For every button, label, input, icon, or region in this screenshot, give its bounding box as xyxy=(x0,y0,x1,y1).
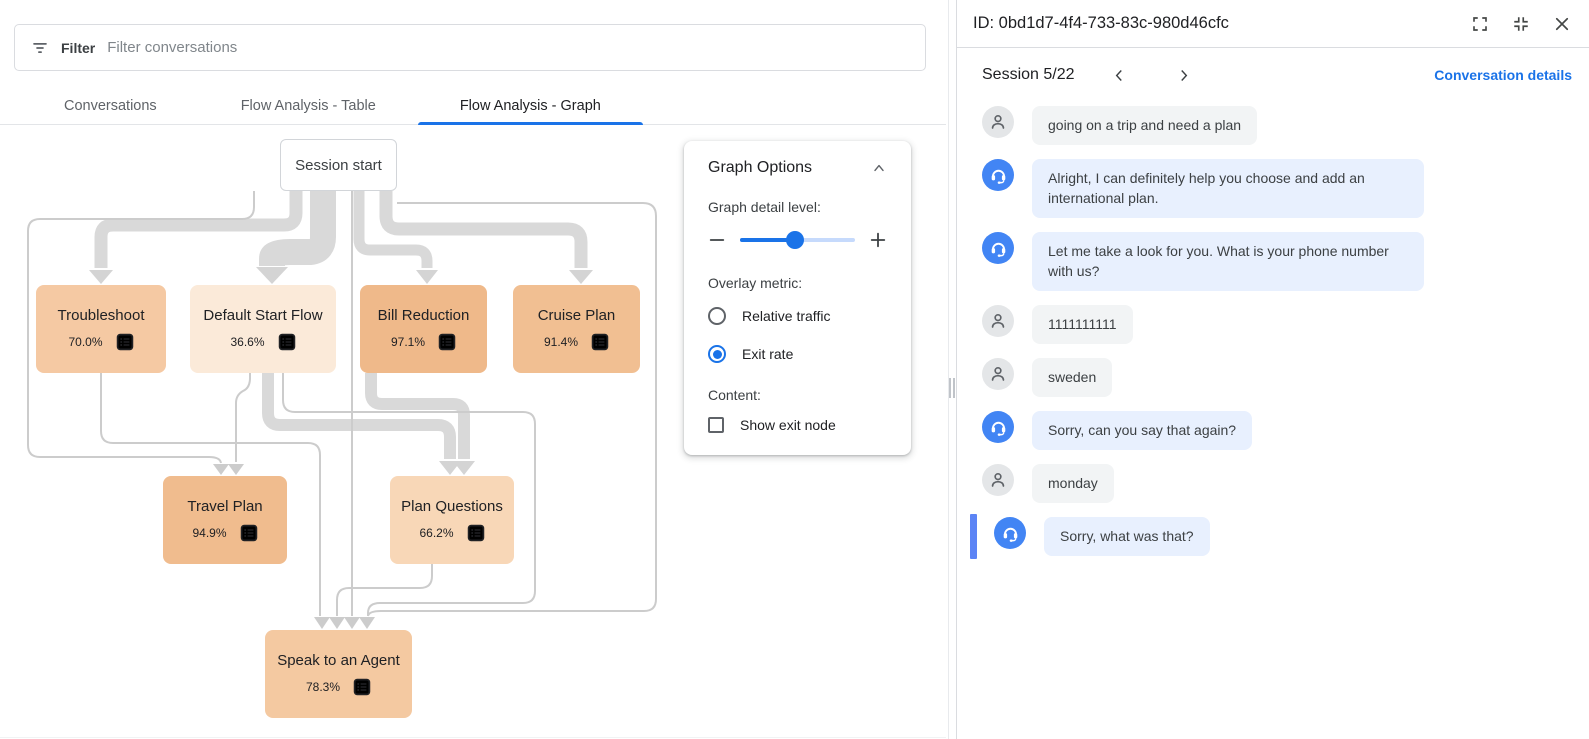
user-avatar-icon xyxy=(982,305,1014,337)
message-bubble: 1111111111 xyxy=(1032,305,1133,344)
decrease-detail-button[interactable] xyxy=(708,231,726,249)
panel-divider xyxy=(948,0,949,739)
message-agent[interactable]: Let me take a look for you. What is your… xyxy=(982,232,1565,291)
node-session-start[interactable]: Session start xyxy=(280,139,397,191)
node-title: Speak to an Agent xyxy=(277,652,400,669)
tab-flow-analysis-table[interactable]: Flow Analysis - Table xyxy=(240,98,376,114)
transcript-list-icon[interactable] xyxy=(591,333,609,351)
flow-analysis-panel: Filter Filter conversations Conversation… xyxy=(0,0,946,739)
tab-flow-analysis-graph[interactable]: Flow Analysis - Graph xyxy=(417,88,643,125)
exit-rate-value: 91.4% xyxy=(543,335,579,349)
node-title: Bill Reduction xyxy=(377,307,470,324)
panel-border xyxy=(956,0,957,739)
previous-session-button[interactable] xyxy=(1111,67,1128,84)
transcript-list-icon[interactable] xyxy=(278,333,296,351)
user-avatar-icon xyxy=(982,464,1014,496)
exit-rate-value: 78.3% xyxy=(305,680,341,694)
agent-headset-icon xyxy=(994,517,1026,549)
agent-headset-icon xyxy=(982,232,1014,264)
transcript-list-icon[interactable] xyxy=(438,333,456,351)
tab-conversations[interactable]: Conversations xyxy=(64,98,157,114)
content-label: Content: xyxy=(708,387,761,403)
node-troubleshoot[interactable]: Troubleshoot 70.0% xyxy=(36,285,166,373)
detail-level-slider[interactable] xyxy=(740,231,855,249)
message-bubble: going on a trip and need a plan xyxy=(1032,106,1258,145)
fullscreen-icon[interactable] xyxy=(1471,15,1489,33)
message-agent[interactable]: Alright, I can definitely help you choos… xyxy=(982,159,1565,218)
radio-relative-traffic[interactable]: Relative traffic xyxy=(708,307,887,325)
session-navigator: Session 5/22 Conversation details xyxy=(957,48,1589,102)
close-icon[interactable] xyxy=(1553,15,1571,33)
message-user[interactable]: 1111111111 xyxy=(982,305,1565,344)
message-agent-selected[interactable]: Sorry, what was that? xyxy=(970,514,1565,559)
conversation-detail-panel: ID: 0bd1d7-4f4-733-83c-980d46cfc Session… xyxy=(957,0,1589,739)
node-speak-to-an-agent[interactable]: Speak to an Agent 78.3% xyxy=(265,630,412,718)
graph-options-title: Graph Options xyxy=(708,159,813,176)
detail-level-label: Graph detail level: xyxy=(708,199,821,215)
message-bubble: sweden xyxy=(1032,358,1113,397)
user-avatar-icon xyxy=(982,358,1014,390)
transcript-list-icon[interactable] xyxy=(467,524,485,542)
node-cruise-plan[interactable]: Cruise Plan 91.4% xyxy=(513,285,640,373)
conversation-details-link[interactable]: Conversation details xyxy=(1434,67,1572,83)
flow-graph-edges xyxy=(27,191,657,629)
node-default-start-flow[interactable]: Default Start Flow 36.6% xyxy=(190,285,336,373)
user-avatar-icon xyxy=(982,106,1014,138)
checkbox-icon xyxy=(708,417,724,433)
exit-rate-value: 36.6% xyxy=(230,335,265,349)
node-title: Troubleshoot xyxy=(57,307,145,324)
node-title: Cruise Plan xyxy=(537,307,616,324)
fullscreen-exit-icon[interactable] xyxy=(1512,15,1530,33)
message-bubble: monday xyxy=(1032,464,1114,503)
transcript-list-icon[interactable] xyxy=(116,333,134,351)
exit-rate-value: 97.1% xyxy=(390,335,426,349)
overlay-metric-label: Overlay metric: xyxy=(708,275,803,291)
agent-headset-icon xyxy=(982,159,1014,191)
message-bubble: Alright, I can definitely help you choos… xyxy=(1032,159,1424,218)
message-agent[interactable]: Sorry, can you say that again? xyxy=(982,411,1565,450)
increase-detail-button[interactable] xyxy=(869,231,887,249)
node-travel-plan[interactable]: Travel Plan 94.9% xyxy=(163,476,287,564)
message-user[interactable]: going on a trip and need a plan xyxy=(982,106,1565,145)
message-user[interactable]: monday xyxy=(982,464,1565,503)
panel-resize-handle[interactable] xyxy=(949,378,956,398)
flow-graph-canvas[interactable]: Session start Troubleshoot 70.0% Default… xyxy=(0,125,946,738)
transcript-list-icon[interactable] xyxy=(353,678,371,696)
exit-rate-value: 94.9% xyxy=(192,526,227,540)
exit-rate-value: 66.2% xyxy=(419,526,454,540)
node-title: Travel Plan xyxy=(187,498,263,515)
node-plan-questions[interactable]: Plan Questions 66.2% xyxy=(390,476,514,564)
radio-selected-icon xyxy=(708,345,726,363)
detail-panel-header: ID: 0bd1d7-4f4-733-83c-980d46cfc xyxy=(957,0,1589,48)
radio-circle-icon xyxy=(708,307,726,325)
filter-conversations-input[interactable]: Filter conversations xyxy=(107,39,238,56)
radio-exit-rate[interactable]: Exit rate xyxy=(708,345,887,363)
graph-options-panel: Graph Options Graph detail level: Overla… xyxy=(684,141,911,455)
conversation-id-title: ID: 0bd1d7-4f4-733-83c-980d46cfc xyxy=(973,14,1229,32)
collapse-chevron-up-icon[interactable] xyxy=(871,160,887,176)
node-bill-reduction[interactable]: Bill Reduction 97.1% xyxy=(360,285,487,373)
session-counter: Session 5/22 xyxy=(982,66,1075,83)
filter-bar[interactable]: Filter Filter conversations xyxy=(14,24,926,71)
message-bubble: Let me take a look for you. What is your… xyxy=(1032,232,1424,291)
slider-thumb[interactable] xyxy=(786,231,805,249)
checkbox-show-exit-node[interactable]: Show exit node xyxy=(708,417,887,433)
filter-label: Filter xyxy=(61,39,96,56)
next-session-button[interactable] xyxy=(1175,67,1192,84)
node-title: Plan Questions xyxy=(401,498,503,515)
exit-rate-value: 70.0% xyxy=(68,335,103,349)
filter-icon xyxy=(33,42,47,53)
tab-bar: Conversations Flow Analysis - Table Flow… xyxy=(0,88,946,125)
transcript-list-icon[interactable] xyxy=(240,524,258,542)
node-title: Default Start Flow xyxy=(203,307,323,324)
message-bubble: Sorry, can you say that again? xyxy=(1032,411,1253,450)
message-bubble: Sorry, what was that? xyxy=(1044,517,1210,556)
agent-headset-icon xyxy=(982,411,1014,443)
message-user[interactable]: sweden xyxy=(982,358,1565,397)
transcript: going on a trip and need a plan Alright,… xyxy=(957,102,1589,559)
